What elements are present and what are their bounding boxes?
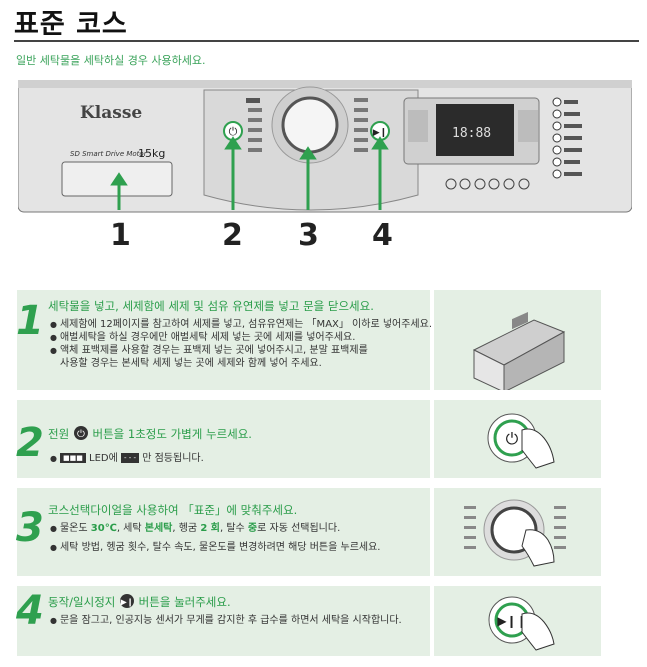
step-3-number: 3 (16, 505, 44, 551)
wash-value: 본세탁 (144, 523, 173, 534)
step-2-number: 2 (16, 420, 44, 466)
step-2-panel (17, 400, 430, 478)
step-1-heading: 세탁물을 넣고, 세제함에 세제 및 섬유 유연제를 넣고 문을 닫으세요. (48, 299, 374, 313)
play-pause-icon: ▶❙ (373, 128, 387, 138)
step-4-heading-pre: 동작/일시정지 (48, 595, 116, 609)
rinse-value: 2 회 (200, 523, 220, 534)
right-buttons (518, 110, 538, 142)
step-2-line-pre: LED에 (89, 453, 118, 464)
page-subtitle: 일반 세탁물을 세탁하실 경우 사용하세요. (16, 54, 206, 67)
start-press-illustration: ▶❙❙ (488, 596, 555, 651)
power-press-illustration: ⏻ (487, 413, 555, 469)
step-2-body: ■■■ LED에 - - - 만 점등됩니다. (50, 452, 204, 465)
step-4-heading: 동작/일시정지 ▶❙ 버튼을 눌러주세요. (48, 593, 231, 612)
step-4-number: 4 (16, 588, 44, 634)
step-3-heading: 코스선택다이얼을 사용하여 「표준」에 맞춰주세요. (48, 503, 298, 517)
step-1-notch (17, 390, 57, 402)
step-1-image-panel (434, 290, 601, 393)
step-3-body: 물온도 30℃, 세탁 본세탁, 헹굼 2 회, 탈수 중로 자동 선택됩니다.… (50, 522, 381, 554)
display-screen (436, 104, 514, 156)
left-buttons (408, 110, 428, 142)
step-3-notch (17, 576, 57, 588)
led-dash-chip: - - - (121, 453, 140, 463)
step-4-image-panel: ▶❙❙ (434, 586, 601, 656)
play-pause-icon: ▶❙ (119, 593, 135, 612)
svg-text:▶❙❙: ▶❙❙ (497, 614, 526, 628)
water-temp-value: 30℃ (90, 523, 117, 534)
callout-1: 1 (110, 218, 131, 253)
step-4-heading-post: 버튼을 눌러주세요. (138, 595, 231, 609)
step-1-line-4: 사용할 경우는 본세탁 세제 넣는 곳에 세제와 함께 넣어 주세요. (60, 358, 322, 369)
step-1-line-1: 세제함에 12페이지를 참고하여 세제를 넣고, 섬유유연제는 「MAX」 이하… (50, 318, 432, 331)
step-2-notch (17, 478, 57, 490)
callout-4: 4 (372, 218, 393, 253)
detergent-drawer-illustration (472, 311, 566, 393)
step-2-line-post: 만 점등됩니다. (142, 453, 204, 464)
motor-label: SD Smart Drive Motor (70, 150, 148, 158)
step-1-body: 세제함에 12페이지를 참고하여 세제를 넣고, 섬유유연제는 「MAX」 이하… (50, 318, 432, 370)
step-3-line-1: 물온도 30℃, 세탁 본세탁, 헹굼 2 회, 탈수 중로 자동 선택됩니다. (50, 522, 381, 535)
display-digits: 18:88 (452, 126, 491, 141)
step-3-image-panel (434, 488, 601, 576)
step-1-line-3: 액체 표백제를 사용할 경우는 표백제 넣는 곳에 넣어주시고, 분말 표백제를 (50, 344, 432, 357)
step-2-heading-pre: 전원 (48, 427, 70, 441)
callout-2: 2 (222, 218, 243, 253)
svg-text:⏻: ⏻ (506, 429, 519, 448)
washer-panel-illustration: Klasse SD Smart Drive Motor 15kg ⏻ ▶❙ 18… (18, 80, 632, 213)
power-icon: ⏻ (229, 125, 238, 138)
step-2-heading: 전원 ⏻ 버튼을 1초정도 가볍게 누르세요. (48, 425, 252, 444)
power-icon: ⏻ (73, 425, 89, 444)
page-title: 표준 코스 (14, 9, 128, 40)
brand-logo: Klasse (80, 103, 142, 123)
svg-text:⏻: ⏻ (77, 429, 85, 440)
spin-value: 중 (247, 523, 258, 534)
step-1-line-2: 애벌세탁을 하실 경우에만 애벌세탁 세제 넣는 곳에 세제를 넣어주세요. (50, 331, 432, 344)
step-3-panel (17, 488, 430, 576)
step-4-body: 문을 잠그고, 인공지능 센서가 무게를 감지한 후 급수를 하면서 세탁을 시… (50, 614, 402, 627)
led-standard-chip: ■■■ (59, 453, 86, 463)
title-divider (14, 40, 639, 42)
svg-text:▶❙: ▶❙ (121, 598, 134, 607)
step-1-number: 1 (16, 298, 44, 344)
step-2-image-panel: ⏻ (434, 400, 601, 478)
dial-turn-illustration (464, 499, 566, 567)
capacity-label: 15kg (138, 147, 165, 160)
callout-3: 3 (298, 218, 319, 253)
step-2-heading-post: 버튼을 1초정도 가볍게 누르세요. (92, 427, 252, 441)
course-dial (281, 96, 339, 154)
step-3-line-2: 세탁 방법, 헹굼 횟수, 탈수 속도, 물온도를 변경하려면 해당 버튼을 누… (50, 541, 381, 554)
